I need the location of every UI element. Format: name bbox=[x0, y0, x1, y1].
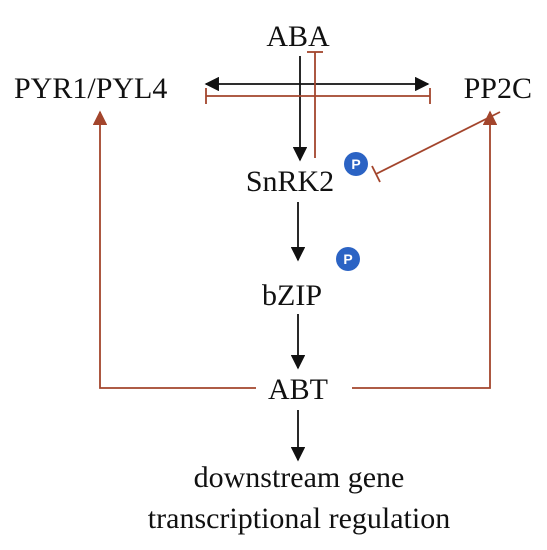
node-snrk2: SnRK2 bbox=[246, 165, 334, 198]
downstream-text-line2: transcriptional regulation bbox=[148, 502, 450, 535]
inhibition-pp2c-to-snrk2 bbox=[371, 111, 501, 183]
node-pp2c: PP2C bbox=[464, 72, 532, 105]
inhibition-vertical-red bbox=[307, 51, 323, 158]
feedback-abt-to-pyr bbox=[92, 110, 256, 389]
inhibition-pyr-pp2c bbox=[205, 88, 431, 104]
node-pyr1-pyl4: PYR1/PYL4 bbox=[14, 72, 167, 105]
phospho-badge-bzip: P bbox=[336, 247, 360, 271]
phospho-label: P bbox=[351, 156, 360, 172]
node-bzip: bZIP bbox=[262, 279, 322, 312]
node-aba: ABA bbox=[266, 20, 330, 53]
node-abt: ABT bbox=[268, 373, 328, 406]
phospho-label: P bbox=[343, 251, 352, 267]
phospho-badge-snrk2: P bbox=[344, 152, 368, 176]
feedback-abt-to-pp2c bbox=[352, 110, 498, 389]
downstream-text-line1: downstream gene bbox=[194, 461, 405, 494]
